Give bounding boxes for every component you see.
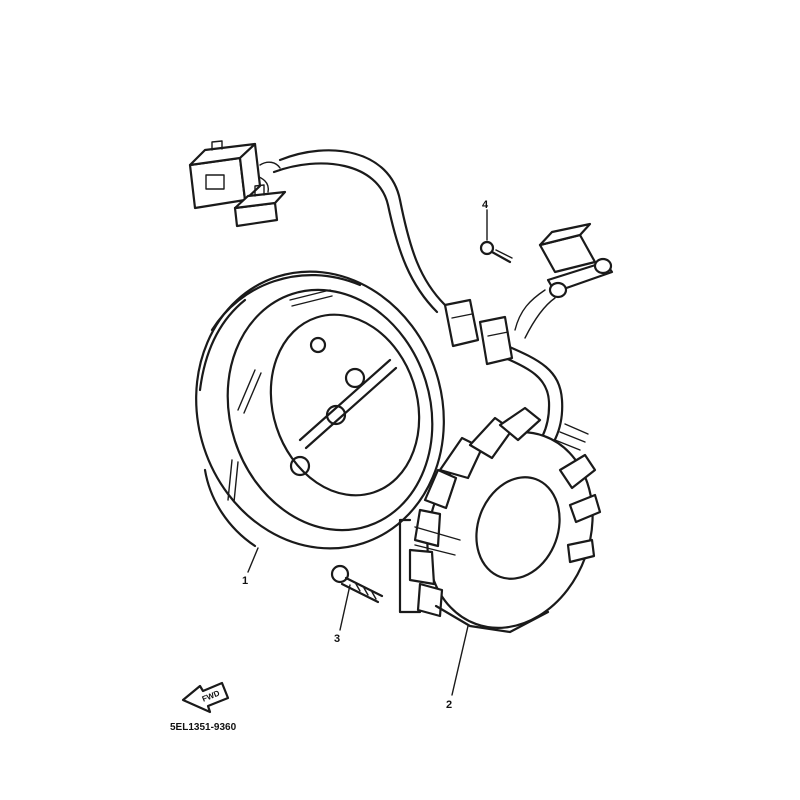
- part-code: 5EL1351-9360: [170, 722, 237, 733]
- bolt-3: [330, 564, 384, 604]
- leader-lines: [247, 209, 488, 696]
- wire-harness: [254, 149, 564, 467]
- stator-assembly: [398, 406, 602, 634]
- callout-4: 4: [482, 199, 489, 211]
- rotor-flywheel: [195, 270, 445, 550]
- fwd-arrow-icon: FWD: [181, 681, 230, 714]
- callout-3: 3: [334, 633, 340, 645]
- pickup-coil: [538, 222, 614, 299]
- screw-4: [479, 240, 513, 264]
- coupler-connector-small: [233, 184, 287, 228]
- callout-1: 1: [242, 575, 248, 587]
- coupler-pair-mid: [443, 298, 514, 366]
- callout-2: 2: [446, 699, 452, 711]
